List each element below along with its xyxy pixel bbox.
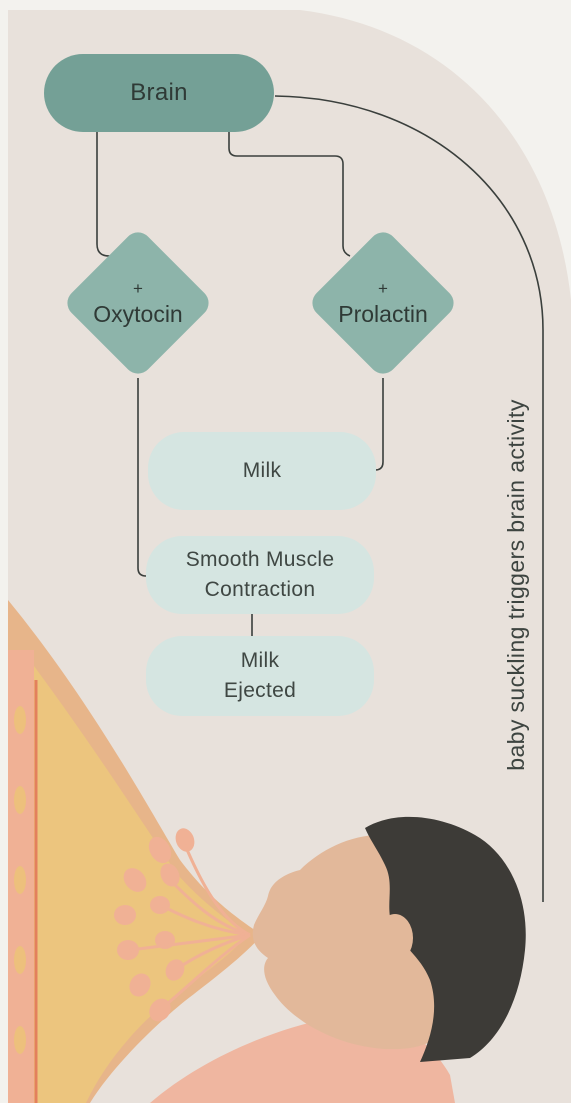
milk-node: Milk (148, 432, 376, 510)
baby-ear (377, 914, 413, 962)
brain-label: Brain (130, 79, 188, 107)
prolactin-node: + Prolactin (308, 228, 458, 378)
prolactin-sign: + (378, 278, 388, 300)
oxytocin-label: Oxytocin (93, 300, 182, 328)
prolactin-label: Prolactin (338, 300, 427, 328)
brain-node: Brain (44, 54, 274, 132)
milk-ejected-line-2: Ejected (224, 676, 296, 706)
milk-label: Milk (243, 456, 282, 486)
milk-ejected-line-1: Milk (224, 646, 296, 676)
smooth-muscle-line-2: Contraction (186, 575, 335, 605)
oxytocin-sign: + (133, 278, 143, 300)
suckling-label: baby suckling triggers brain activity (501, 345, 531, 825)
smooth-muscle-node: Smooth Muscle Contraction (146, 536, 374, 614)
oxytocin-node: + Oxytocin (63, 228, 213, 378)
milk-ejected-node: Milk Ejected (146, 636, 374, 716)
smooth-muscle-line-1: Smooth Muscle (186, 545, 335, 575)
